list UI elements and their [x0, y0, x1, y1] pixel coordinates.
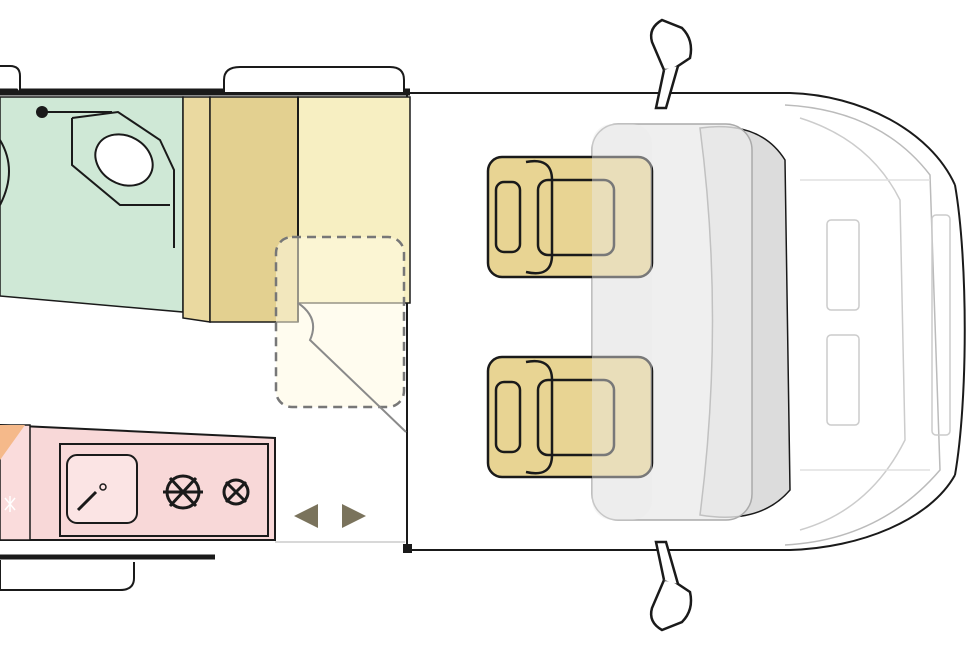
step-wall: [297, 302, 407, 433]
mirror-icon: [649, 18, 693, 110]
toilet-icon: [71, 110, 175, 248]
top-wall: [410, 92, 956, 186]
hob-burner-icon: [163, 474, 250, 510]
swivel-seat-icon: [486, 355, 654, 479]
sink-icon: [66, 454, 138, 524]
fridge-snow-icon: [4, 496, 16, 512]
front-nose: [954, 184, 966, 476]
dash-overlay: [592, 124, 652, 520]
sliding-door-arrows-icon: [294, 504, 366, 528]
partition-post: [403, 544, 412, 553]
wheel-arch-top-left: [0, 65, 21, 92]
table-outline: [274, 235, 406, 409]
swivel-seat-icon: [486, 155, 654, 279]
wheel-arch-top: [223, 66, 405, 92]
bathroom: [0, 96, 184, 313]
mirror-icon: [649, 540, 693, 632]
shower-tray: [0, 139, 10, 206]
kitchen: [0, 423, 276, 541]
wheel-arch-bottom: [0, 560, 135, 591]
bottom-wall: [410, 474, 956, 551]
